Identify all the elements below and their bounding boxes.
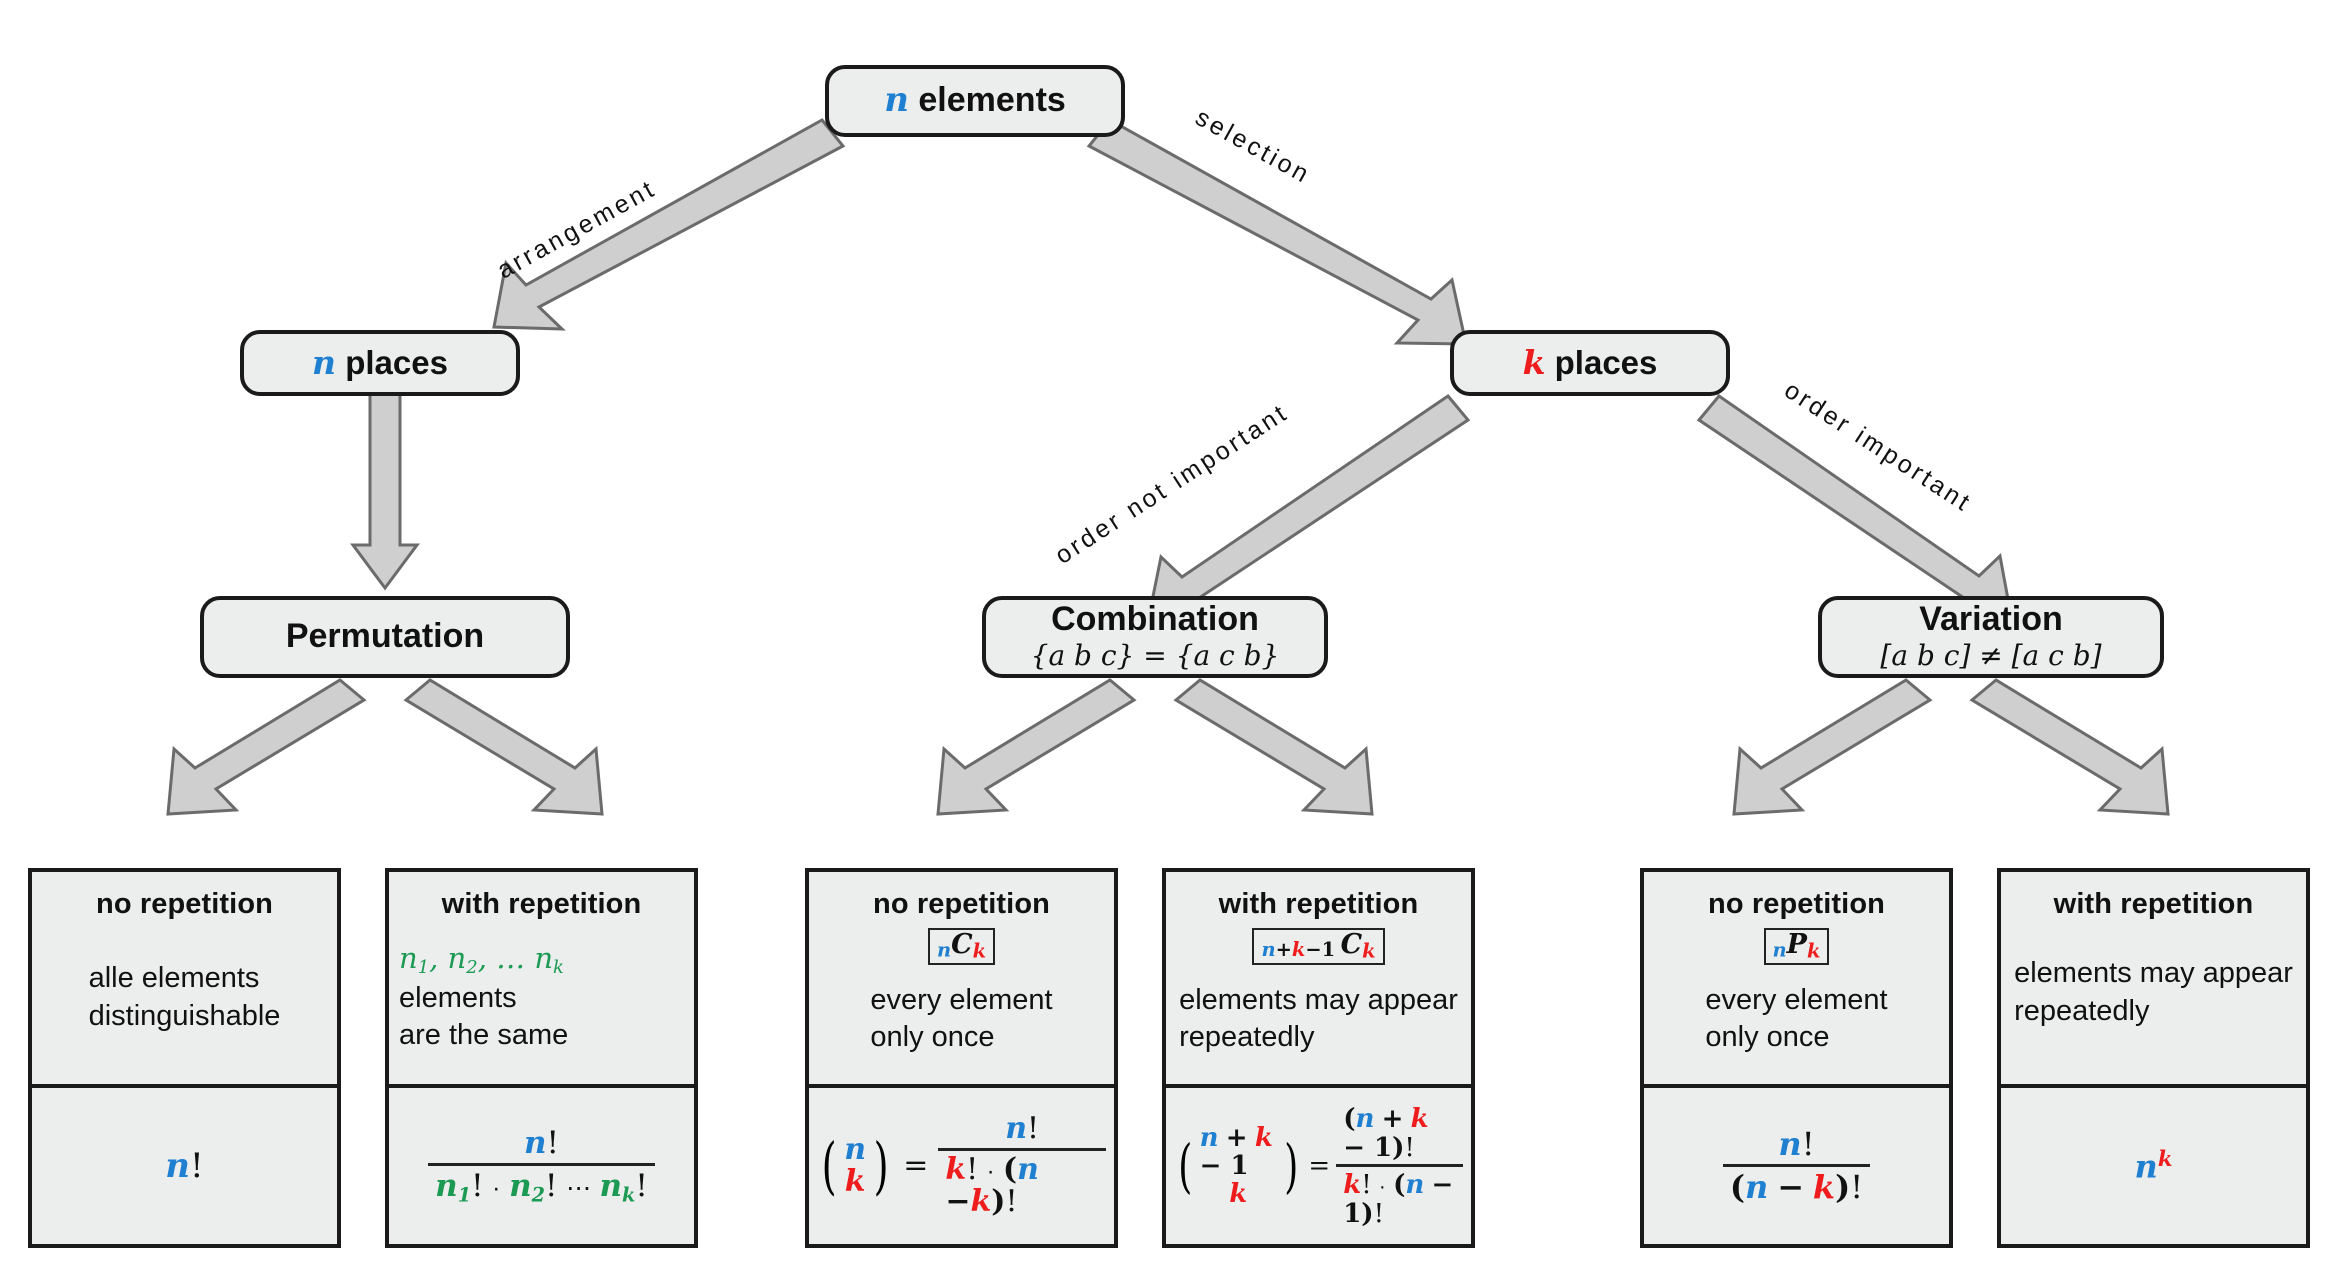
equals-sign: = — [1308, 1151, 1331, 1181]
node-variation-sub: [a b c] ≠ [a c b] — [1880, 639, 2102, 673]
notation-n-plus-k-minus-1-C-k: n+k−1 Ck — [1252, 928, 1385, 965]
leaf-upper: with repetition n+k−1 Ck elements may ap… — [1166, 872, 1471, 1084]
fraction-denominator: k! · (n −k)! — [938, 1147, 1106, 1219]
desc-line-1: every element — [870, 983, 1053, 1016]
node-permutation-title: Permutation — [285, 617, 485, 656]
node-n-elements-label: n elements — [884, 80, 1066, 121]
var-n: n — [165, 1146, 191, 1186]
arrow-order-not-important — [1146, 393, 1471, 623]
desc-line-1: elements may appear — [1179, 983, 1458, 1016]
leaf-formula: ( n + k − 1 k ) = (n + k − 1)! k! · — [1166, 1084, 1471, 1244]
leaf-header: no repetition — [873, 888, 1050, 920]
leaf-permutation-no-repetition[interactable]: no repetition alle elements distinguisha… — [28, 868, 341, 1248]
node-permutation[interactable]: Permutation — [200, 596, 570, 678]
fraction-denominator: (n − k)! — [1722, 1164, 1871, 1205]
node-k-places[interactable]: k places — [1450, 330, 1730, 396]
leaf-upper: no repetition nCk every element only onc… — [809, 872, 1114, 1084]
leaf-header: with repetition — [1218, 888, 1419, 920]
leaf-upper: with repetition elements may appear repe… — [2001, 872, 2306, 1084]
node-variation[interactable]: Variation [a b c] ≠ [a c b] — [1818, 596, 2164, 678]
node-n-elements[interactable]: n elements — [825, 65, 1125, 137]
desc-line-2: repeatedly — [1179, 1021, 1315, 1054]
arrow-perm-no-rep — [166, 678, 367, 816]
leaf-formula: n! n1! · n2! ⋯ nk! — [389, 1084, 694, 1244]
var-n: n — [312, 342, 337, 382]
leaf-header: no repetition — [1708, 888, 1885, 920]
node-combination[interactable]: Combination {a b c} = {a c b} — [982, 596, 1328, 678]
arrow-var-with-rep — [1969, 678, 2170, 816]
node-n-elements-word: elements — [918, 81, 1066, 120]
var-n: n — [884, 80, 909, 121]
desc-line-2: only once — [1705, 1021, 1830, 1054]
fraction-numerator: n! — [1778, 1125, 1815, 1164]
node-k-places-word: places — [1554, 343, 1658, 381]
var-n-subscripts: n1, n2, … nk — [399, 941, 564, 979]
fraction: (n + k − 1)! k! · (n − 1)! — [1336, 1104, 1463, 1228]
leaf-description: every element only once — [870, 982, 1052, 1057]
arrow-perm-with-rep — [403, 678, 604, 816]
leaf-variation-with-repetition[interactable]: with repetition elements may appear repe… — [1997, 868, 2310, 1248]
leaf-formula: nk — [2001, 1084, 2306, 1244]
node-n-places[interactable]: n places — [240, 330, 520, 396]
leaf-upper: no repetition alle elements distinguisha… — [32, 872, 337, 1084]
var-k: k — [1522, 342, 1546, 382]
elements-word: elements — [399, 981, 517, 1014]
leaf-combination-no-repetition[interactable]: no repetition nCk every element only onc… — [805, 868, 1118, 1248]
desc-line-2: are the same — [399, 1019, 569, 1052]
leaf-header: no repetition — [96, 888, 273, 920]
desc-line-1: elements may appear — [2014, 957, 2293, 989]
arrow-arrangement — [492, 118, 846, 331]
arrow-comb-with-rep — [1173, 678, 1374, 816]
exponent-k: k — [2157, 1146, 2173, 1172]
fraction-denominator: n1! · n2! ⋯ nk! — [428, 1162, 655, 1206]
node-n-places-label: n places — [312, 342, 448, 382]
node-k-places-label: k places — [1522, 342, 1658, 382]
node-combination-sub: {a b c} = {a c b} — [1030, 639, 1280, 673]
arrow-var-no-rep — [1732, 678, 1933, 816]
arrow-comb-no-rep — [936, 678, 1137, 816]
leaf-description: n1, n2, … nk elements are the same — [399, 940, 684, 1055]
var-n: n — [2134, 1147, 2158, 1186]
desc-line-1: alle elements — [88, 961, 260, 994]
leaf-permutation-with-repetition[interactable]: with repetition n1, n2, … nk elements ar… — [385, 868, 698, 1248]
fraction-numerator: n! — [523, 1125, 559, 1162]
leaf-description: elements may appear repeatedly — [1179, 982, 1458, 1057]
binomial-n-plus-k-minus-1-choose-k: ( n + k − 1 k ) — [1178, 1122, 1299, 1209]
binomial-n-choose-k: ( n k ) — [821, 1129, 889, 1203]
desc-line-2: repeatedly — [2014, 994, 2150, 1027]
leaf-combination-with-repetition[interactable]: with repetition n+k−1 Ck elements may ap… — [1162, 868, 1475, 1248]
desc-line-2: only once — [870, 1021, 995, 1054]
node-variation-title: Variation — [1919, 599, 2063, 638]
leaf-description: every element only once — [1705, 982, 1887, 1057]
leaf-formula: n! — [32, 1084, 337, 1244]
notation-nCk: nCk — [927, 928, 996, 965]
desc-line-2: distinguishable — [88, 999, 281, 1032]
desc-line-1: n1, n2, … nk elements — [399, 940, 684, 1017]
node-combination-title: Combination — [1051, 599, 1259, 638]
fraction: n! k! · (n −k)! — [938, 1113, 1106, 1218]
notation-nPk: nPk — [1763, 928, 1830, 965]
fraction-denominator: k! · (n − 1)! — [1336, 1164, 1463, 1228]
leaf-formula: n! (n − k)! — [1644, 1084, 1949, 1244]
node-n-places-word: places — [345, 343, 448, 381]
leaf-header: with repetition — [441, 888, 642, 920]
equals-sign: = — [903, 1148, 929, 1184]
desc-line-1: every element — [1705, 983, 1888, 1016]
leaf-description: elements may appear repeatedly — [2014, 955, 2293, 1030]
leaf-description: alle elements distinguishable — [89, 960, 281, 1035]
leaf-variation-no-repetition[interactable]: no repetition nPk every element only onc… — [1640, 868, 1953, 1248]
leaf-formula: ( n k ) = n! k! · (n −k)! — [809, 1084, 1114, 1244]
leaf-upper: no repetition nPk every element only onc… — [1644, 872, 1949, 1084]
arrow-selection — [1086, 118, 1468, 346]
leaf-header: with repetition — [2053, 888, 2254, 920]
leaf-upper: with repetition n1, n2, … nk elements ar… — [389, 872, 694, 1084]
fraction-numerator: (n + k − 1)! — [1343, 1103, 1429, 1163]
fraction-numerator: n! — [1005, 1111, 1040, 1147]
arrow-nplaces-permutation — [350, 390, 420, 591]
factorial-sign: ! — [190, 1146, 204, 1186]
